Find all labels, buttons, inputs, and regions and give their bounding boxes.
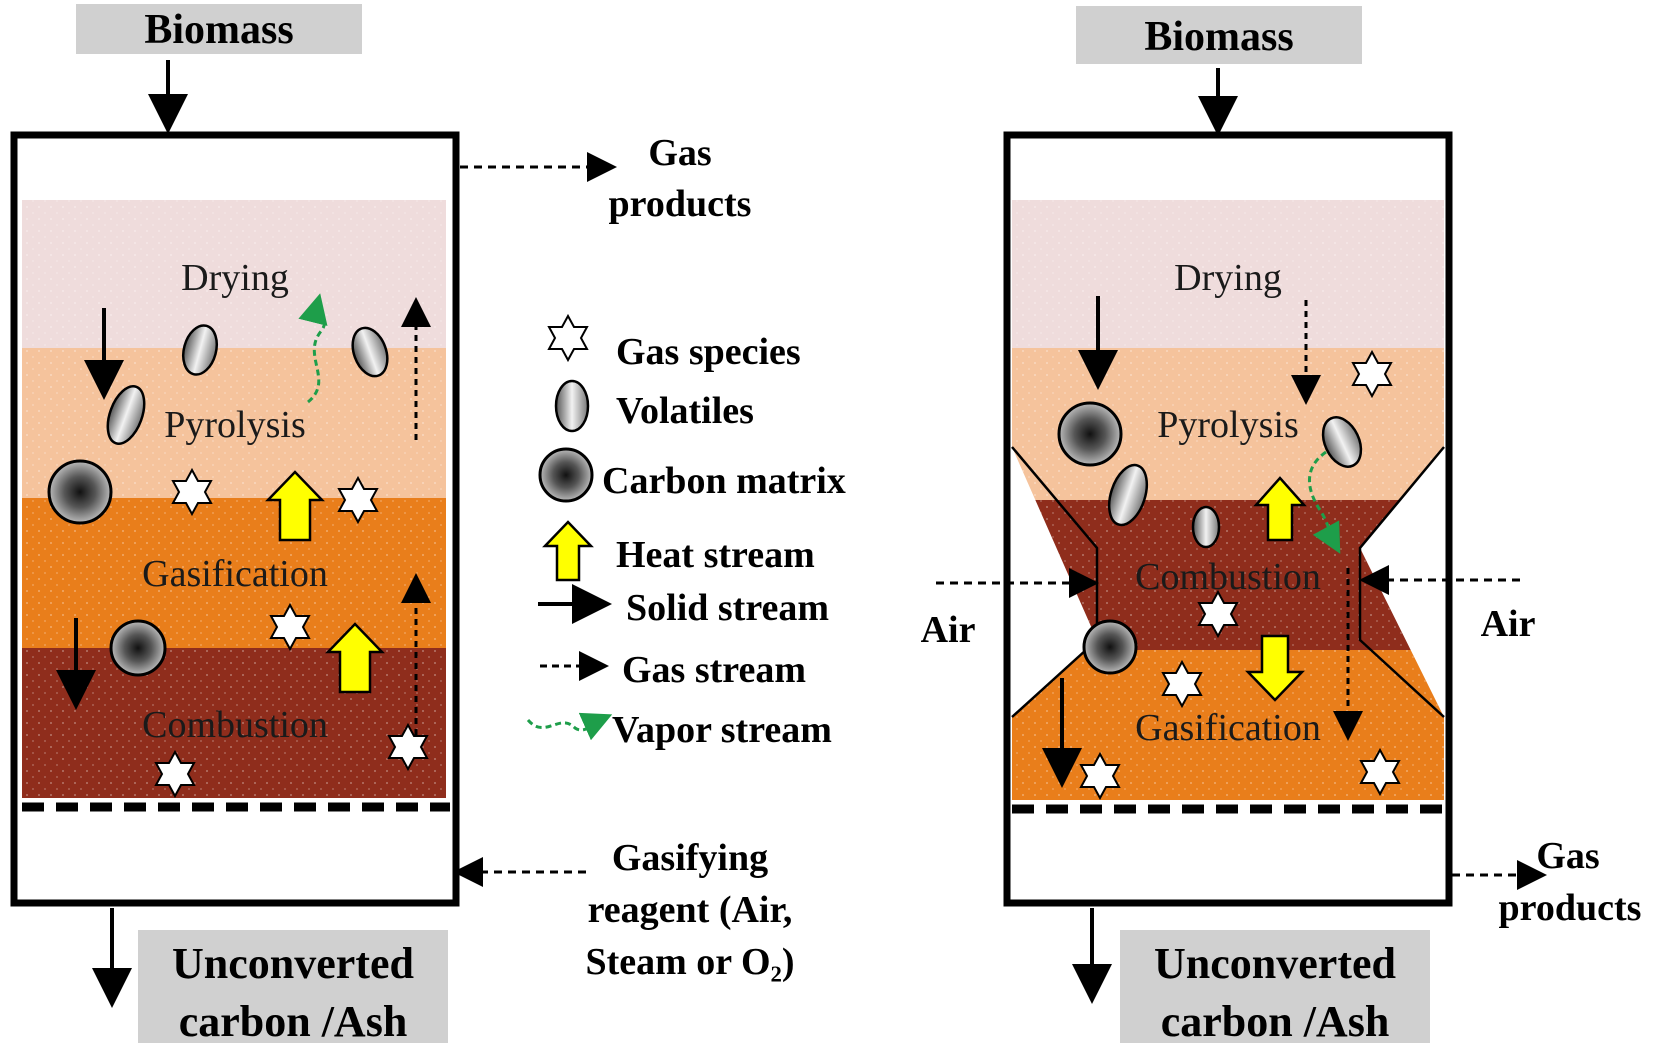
volatiles-ellipse xyxy=(1107,463,1149,527)
updraft-gasifier: Biomass Drying Pyrolysis Gasification Co… xyxy=(10,4,795,1043)
legend-label: Vapor stream xyxy=(612,709,832,751)
heat-arrow-icon xyxy=(325,622,385,694)
gas-species-star xyxy=(269,602,311,652)
carbon-matrix-sphere xyxy=(47,459,113,525)
gas-species-star xyxy=(171,467,213,517)
legend: Gas species Volatiles Carbon matrix Heat… xyxy=(526,313,846,751)
biomass-label-box xyxy=(1076,6,1362,64)
air-label-left: Air xyxy=(921,609,976,651)
legend-label: Gas stream xyxy=(622,649,806,691)
pyrolysis-label: Pyrolysis xyxy=(1157,404,1298,446)
gasification-label: Gasification xyxy=(1135,707,1321,749)
gas-species-star xyxy=(1359,747,1401,797)
volatiles-ellipse xyxy=(181,324,219,376)
vapor-stream-arrow xyxy=(298,293,328,404)
biomass-label-box xyxy=(76,4,362,54)
legend-label: Gas species xyxy=(616,331,801,373)
legend-label: Solid stream xyxy=(626,587,829,629)
gas-products-label: Gas xyxy=(1536,835,1599,877)
gas-products-label: products xyxy=(1499,887,1642,929)
gas-species-star xyxy=(1079,751,1121,801)
carbon-matrix-sphere xyxy=(1082,619,1138,675)
gas-species-star xyxy=(1351,349,1393,399)
vapor-arrow-icon xyxy=(526,712,613,741)
gas-products-label: Gas xyxy=(648,132,711,174)
updraft-vessel xyxy=(10,131,460,907)
residue-label-box xyxy=(1120,930,1430,1043)
biomass-label: Biomass xyxy=(144,7,293,53)
legend-label: Volatiles xyxy=(616,390,754,432)
gas-species-star xyxy=(1197,589,1239,639)
biomass-label: Biomass xyxy=(1144,14,1293,60)
carbon-matrix-sphere xyxy=(1057,401,1123,467)
gasification-label: Gasification xyxy=(142,553,328,595)
reagent-label: Gasifying xyxy=(612,837,768,879)
downdraft-vessel xyxy=(1003,131,1453,907)
heat-arrow-icon xyxy=(265,470,325,542)
volatiles-ellipse xyxy=(1321,416,1363,468)
residue-label: carbon /Ash xyxy=(179,997,408,1043)
reagent-label: Steam or O₂) xyxy=(585,941,794,983)
volatiles-ellipse xyxy=(106,385,146,445)
star-icon xyxy=(547,313,589,363)
carbon-matrix-sphere xyxy=(109,619,167,677)
gas-products-label: products xyxy=(609,183,752,225)
ellipse-icon xyxy=(554,379,590,433)
drying-label: Drying xyxy=(1174,257,1282,299)
sphere-icon xyxy=(538,447,594,503)
volatiles-ellipse xyxy=(1191,505,1221,549)
gas-species-star xyxy=(154,749,196,799)
reagent-label: reagent (Air, xyxy=(588,889,793,931)
gas-species-star xyxy=(387,722,429,772)
gas-species-star xyxy=(1161,659,1203,709)
residue-label-box xyxy=(138,930,448,1043)
volatiles-ellipse xyxy=(351,326,389,378)
heat-arrow-icon xyxy=(1245,634,1305,702)
drying-label: Drying xyxy=(181,257,289,299)
residue-label: carbon /Ash xyxy=(1161,997,1390,1043)
downdraft-gasifier: Biomass Drying Pyrolysis Combustion Gasi… xyxy=(921,6,1642,1043)
residue-label: Unconverted xyxy=(1154,939,1396,988)
heat-arrow-icon xyxy=(1253,476,1307,542)
legend-label: Heat stream xyxy=(616,534,815,576)
zone-texture xyxy=(1012,200,1444,800)
combustion-label: Combustion xyxy=(142,704,328,746)
legend-label: Carbon matrix xyxy=(602,460,846,502)
residue-label: Unconverted xyxy=(172,939,414,988)
vapor-stream-arrow xyxy=(1308,450,1341,554)
air-label-right: Air xyxy=(1481,603,1536,645)
combustion-label: Combustion xyxy=(1135,556,1321,598)
gas-species-star xyxy=(337,475,379,525)
pyrolysis-label: Pyrolysis xyxy=(164,404,305,446)
heat-arrow-icon xyxy=(542,520,594,582)
